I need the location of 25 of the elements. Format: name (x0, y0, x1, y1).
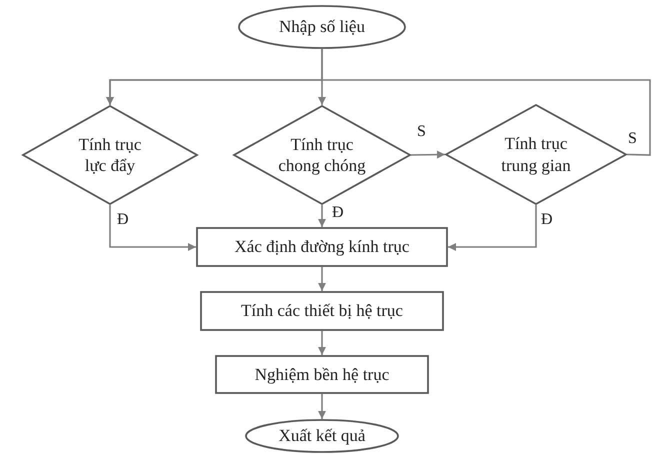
arrow (318, 394, 326, 419)
arrow (318, 205, 326, 227)
node-text: Tính trục trung gian (500, 133, 572, 176)
node-text: Nghiệm bền hệ trục (254, 364, 390, 386)
node-text: Tính trục chong chóng (277, 134, 367, 176)
arrow (318, 267, 326, 291)
arrow (448, 205, 537, 251)
process-box (215, 355, 429, 394)
process-box (200, 291, 444, 331)
arrow (318, 331, 326, 355)
decision-diamond (445, 104, 627, 205)
process-box (196, 227, 448, 267)
arrow (109, 205, 196, 251)
node-text: Tính trục lực đẩy (78, 134, 142, 176)
node-text: Xuất kết quả (278, 425, 366, 447)
decision-diamond (233, 105, 411, 205)
node-text: Tính các thiết bị hệ trục (241, 300, 403, 322)
terminal-ellipse (245, 419, 399, 453)
arrow (410, 150, 446, 159)
decision-diamond (22, 105, 198, 205)
arrow (318, 49, 326, 105)
node-text: Xác định đường kính trục (234, 236, 410, 258)
terminal-ellipse (238, 5, 406, 49)
node-text: Nhập số liệu (279, 16, 365, 38)
arrow (106, 79, 651, 156)
